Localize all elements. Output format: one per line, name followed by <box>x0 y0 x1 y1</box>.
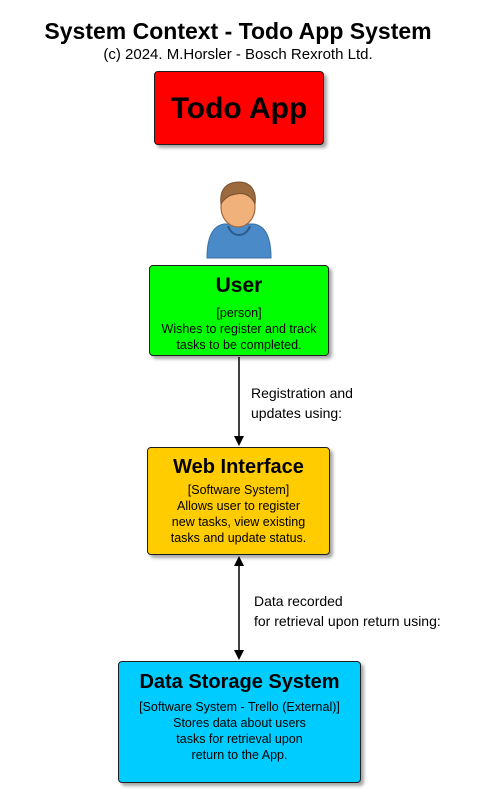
data-storage-title: Data Storage System <box>139 671 340 693</box>
user-node: User [person] Wishes to register and tra… <box>149 265 329 356</box>
web-interface-desc-line: tasks and update status. <box>170 531 307 545</box>
user-desc-line: tasks to be completed. <box>176 338 302 352</box>
data-storage-type: [Software System - Trello (External)] <box>139 700 340 714</box>
data-storage-desc-line: Stores data about users <box>173 716 306 730</box>
edge-label-line: Data recorded <box>254 593 343 609</box>
web-interface-desc-line: new tasks, view existing <box>171 515 306 529</box>
todo-app-node: Todo App <box>154 71 324 145</box>
user-desc-line: Wishes to register and track <box>161 322 317 336</box>
person-icon <box>206 181 272 259</box>
todo-app-title: Todo App <box>170 92 308 125</box>
web-interface-title: Web Interface <box>173 456 304 478</box>
diagram-title: System Context - Todo App System <box>44 18 432 44</box>
edge-label-registration: Registration and updates using: <box>251 383 353 423</box>
web-interface-node: Web Interface [Software System] Allows u… <box>147 447 330 555</box>
data-storage-desc-line: return to the App. <box>191 748 288 762</box>
diagram-subtitle: (c) 2024. M.Horsler - Bosch Rexroth Ltd. <box>103 46 373 63</box>
web-interface-type: [Software System] <box>187 483 290 497</box>
edge-label-data-recorded: Data recorded for retrieval upon return … <box>254 591 441 631</box>
edge-web-to-data <box>234 556 244 660</box>
edge-label-line: updates using: <box>251 405 343 421</box>
data-storage-desc-line: tasks for retrieval upon <box>176 732 303 746</box>
edge-label-line: Registration and <box>251 385 353 401</box>
user-title: User <box>215 274 263 297</box>
user-type: [person] <box>216 306 262 320</box>
web-interface-desc-line: Allows user to register <box>177 499 300 513</box>
edge-label-line: for retrieval upon return using: <box>254 613 441 629</box>
data-storage-node: Data Storage System [Software System - T… <box>118 661 361 783</box>
edge-user-to-web <box>234 357 244 446</box>
